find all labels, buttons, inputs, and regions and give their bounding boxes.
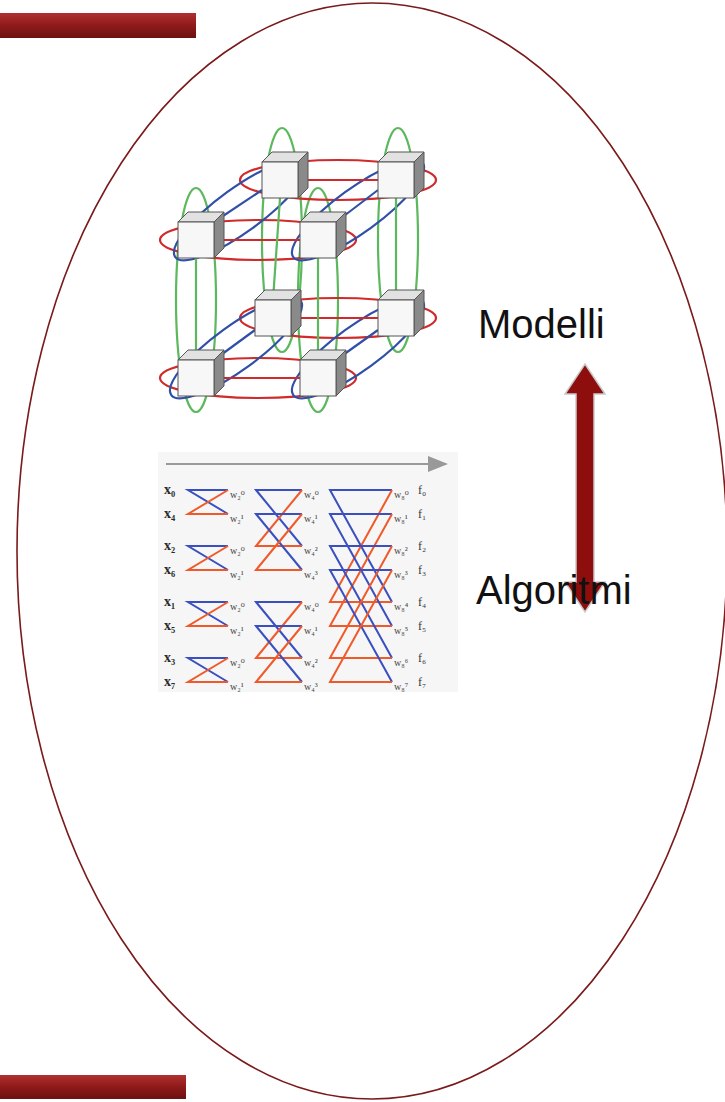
fft-panel — [158, 452, 458, 692]
cube-front — [378, 300, 414, 336]
input-label: x₀ — [164, 483, 175, 497]
output-label: f₇ — [418, 676, 426, 688]
output-label: f₄ — [418, 596, 426, 608]
twiddle-label: w₄³ — [304, 682, 318, 692]
output-label: f₃ — [418, 564, 426, 576]
twiddle-label: w₂⁰ — [230, 658, 245, 668]
input-label: x₃ — [164, 651, 175, 665]
butterfly-wire — [256, 514, 302, 570]
butterfly-wire — [188, 658, 228, 682]
cube — [178, 350, 224, 396]
twiddle-label: w₄⁰ — [304, 602, 319, 612]
algorithms-label: Algoritmi — [476, 568, 632, 612]
top-bar — [0, 13, 196, 38]
butterfly-wire — [330, 570, 392, 682]
cube-front — [300, 360, 336, 396]
butterfly-wire — [330, 546, 392, 658]
twiddle-label: w₈⁰ — [394, 490, 409, 500]
butterfly-wire — [330, 546, 392, 658]
cube-top — [378, 290, 424, 300]
input-label: x₁ — [164, 595, 175, 609]
twiddle-label: w₄² — [304, 658, 318, 668]
cube — [178, 212, 224, 258]
cube — [300, 212, 346, 258]
twiddle-label: w₄³ — [304, 570, 318, 580]
twiddle-label: w₂¹ — [230, 682, 244, 692]
input-label: x₂ — [164, 539, 175, 553]
twiddle-label: w₈³ — [394, 570, 408, 580]
twiddle-label: w₈² — [394, 546, 408, 556]
cube-top — [255, 290, 301, 300]
cube-front — [262, 162, 298, 198]
butterfly-wire — [188, 602, 228, 626]
bottom-bar — [0, 1075, 186, 1099]
twiddle-label: w₂⁰ — [230, 490, 245, 500]
output-label: f₂ — [418, 540, 426, 552]
butterfly-wire — [188, 490, 228, 514]
output-label: f₅ — [418, 620, 426, 632]
butterfly-wire — [188, 546, 228, 570]
cube-top — [300, 212, 346, 222]
cube-top — [178, 350, 224, 360]
cube-top — [178, 212, 224, 222]
cube-front — [178, 360, 214, 396]
cube — [255, 290, 301, 336]
butterfly-wire — [256, 626, 302, 682]
butterfly-wire — [188, 658, 228, 682]
cube-front — [300, 222, 336, 258]
output-label: f₀ — [418, 484, 426, 496]
cube-front — [378, 162, 414, 198]
butterfly-wire — [188, 490, 228, 514]
input-label: x₅ — [164, 619, 175, 633]
twiddle-label: w₄² — [304, 546, 318, 556]
cube — [378, 290, 424, 336]
cube — [300, 350, 346, 396]
input-label: x₇ — [164, 675, 175, 689]
output-label: f₁ — [418, 508, 426, 520]
cube-top — [262, 152, 308, 162]
output-label: f₆ — [418, 652, 426, 664]
butterfly-wire — [256, 602, 302, 658]
twiddle-label: w₈⁶ — [394, 658, 408, 668]
cube-top — [378, 152, 424, 162]
butterfly-wire — [188, 602, 228, 626]
cube-front — [178, 222, 214, 258]
cube — [378, 152, 424, 198]
twiddle-label: w₂⁰ — [230, 602, 245, 612]
cube-front — [255, 300, 291, 336]
cube-top — [300, 350, 346, 360]
butterfly-wire — [256, 602, 302, 658]
input-label: x₆ — [164, 563, 175, 577]
models-label: Modelli — [478, 302, 605, 346]
time-arrow — [166, 463, 446, 465]
cube — [262, 152, 308, 198]
butterfly-wire — [256, 514, 302, 570]
twiddle-label: w₄⁰ — [304, 490, 319, 500]
butterfly-wire — [256, 490, 302, 546]
twiddle-label: w₂⁰ — [230, 546, 245, 556]
butterfly-wire — [330, 570, 392, 682]
twiddle-label: w₈⁴ — [394, 602, 408, 612]
twiddle-label: w₂¹ — [230, 626, 244, 636]
input-label: x₄ — [164, 507, 175, 521]
twiddle-label: w₈¹ — [394, 514, 408, 524]
twiddle-label: w₄¹ — [304, 514, 318, 524]
twiddle-label: w₂¹ — [230, 514, 244, 524]
butterfly-wire — [256, 626, 302, 682]
twiddle-label: w₄¹ — [304, 626, 318, 636]
twiddle-label: w₈⁷ — [394, 682, 408, 692]
twiddle-label: w₂¹ — [230, 570, 244, 580]
butterfly-wire — [188, 546, 228, 570]
twiddle-label: w₈⁵ — [394, 626, 408, 636]
butterfly-wire — [256, 490, 302, 546]
ellipse-line — [17, 3, 725, 1099]
